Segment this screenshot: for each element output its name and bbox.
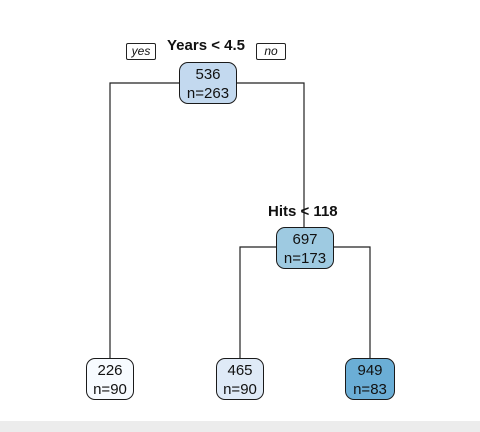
leaf-node-1: 226 n=90 bbox=[86, 358, 134, 400]
root-node-value: 536 bbox=[195, 66, 221, 83]
leaf-node-3: 949 n=83 bbox=[345, 358, 395, 400]
root-node: 536 n=263 bbox=[179, 62, 237, 104]
leaf-1-count: n=90 bbox=[93, 381, 127, 398]
leaf-2-value: 465 bbox=[227, 362, 253, 379]
leaf-1-value: 226 bbox=[97, 362, 123, 379]
root-split-label: Years < 4.5 bbox=[167, 37, 245, 54]
hits-node-count: n=173 bbox=[283, 250, 327, 267]
yes-branch-label: yes bbox=[126, 43, 156, 60]
root-node-count: n=263 bbox=[186, 85, 230, 102]
no-branch-label: no bbox=[256, 43, 286, 60]
edge-hits-node-to-leaf-3 bbox=[333, 246, 371, 358]
edge-root-to-leaf-1 bbox=[109, 82, 180, 358]
edge-hits-node-to-leaf-2 bbox=[239, 246, 277, 358]
hits-split-node: 697 n=173 bbox=[276, 227, 334, 269]
hits-node-value: 697 bbox=[292, 231, 318, 248]
leaf-3-value: 949 bbox=[357, 362, 383, 379]
leaf-2-count: n=90 bbox=[223, 381, 257, 398]
footer-band bbox=[0, 421, 480, 432]
leaf-3-count: n=83 bbox=[353, 381, 387, 398]
edge-root-to-hits-node bbox=[236, 82, 305, 228]
hits-split-label: Hits < 118 bbox=[268, 203, 338, 220]
leaf-node-2: 465 n=90 bbox=[216, 358, 264, 400]
